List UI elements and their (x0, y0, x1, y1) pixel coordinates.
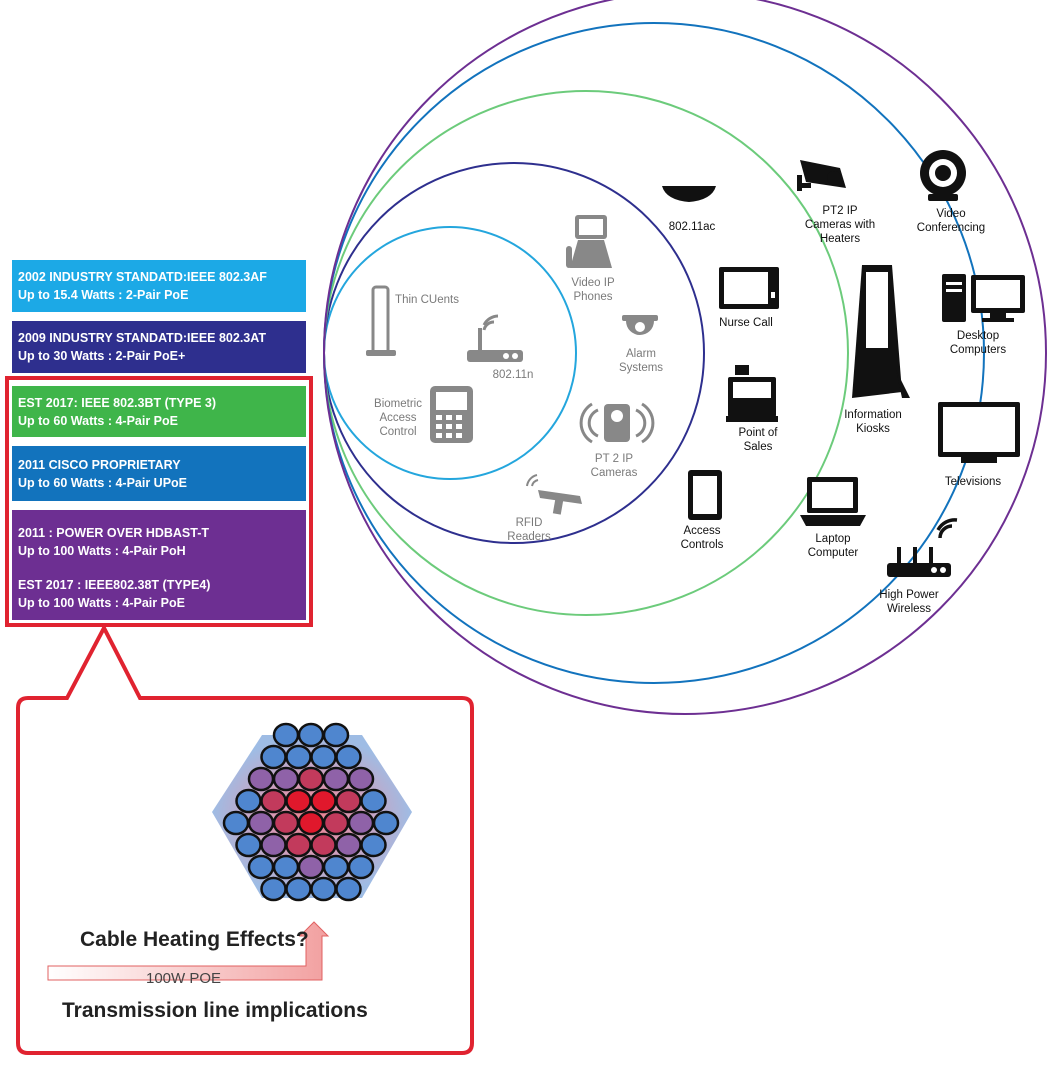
callout-title: Cable Heating Effects? (80, 928, 309, 951)
power-arrow (47, 921, 330, 981)
conductor (372, 810, 400, 836)
conductor (335, 744, 362, 770)
band-bt3-power: Up to 60 Watts : 4-Pair PoE (18, 414, 178, 428)
label-nurse-call: Nurse Call (719, 317, 773, 329)
router-icon (467, 314, 523, 362)
band-802-3at-power: Up to 30 Watts : 2-Pair PoE+ (18, 349, 186, 363)
conductor (360, 788, 387, 814)
band-cisco-upoe: 2011 CISCO PROPRIETARY Up to 60 Watts : … (12, 446, 306, 501)
ip-camera-icon (579, 402, 655, 444)
highlight-box (5, 376, 313, 627)
arrow-label: 100W POE (146, 970, 222, 987)
wireless-router-icon (887, 518, 958, 577)
dome-camera-icon (622, 315, 658, 335)
tablet-icon (688, 470, 722, 520)
monitor-icon (719, 267, 779, 309)
band-hdbaset-type4: 2011 : POWER OVER HDBAST-T Up to 100 Wat… (12, 510, 306, 620)
label-thin-clients: Thin CUents (395, 294, 459, 306)
label-80211ac: 802.11ac (668, 221, 716, 233)
label-80211n: 802.11n (492, 369, 534, 381)
band-802-3af-title: 2002 INDUSTRY STANDATD:IEEE 802.3AF (18, 270, 267, 284)
rfid-reader-icon (526, 474, 582, 515)
band-802-3bt-type3: EST 2017: IEEE 802.3BT (TYPE 3) Up to 60… (12, 386, 306, 437)
conductor (360, 832, 387, 858)
band-upoe-power: Up to 60 Watts : 4-Pair UPoE (18, 476, 188, 490)
conductor (335, 876, 362, 902)
desktop-icon (942, 274, 1025, 322)
video-phone-icon (566, 215, 612, 268)
band-bt3-title: EST 2017: IEEE 802.3BT (TYPE 3) (18, 396, 216, 410)
conductor (322, 722, 350, 748)
band-hdbaset-power: Up to 100 Watts : 4-Pair PoH (18, 544, 186, 558)
conductor (347, 766, 375, 792)
webcam-icon (920, 150, 966, 201)
band-802-3af: 2002 INDUSTRY STANDATD:IEEE 802.3AF Up t… (12, 260, 306, 312)
band-802-3at-title: 2009 INDUSTRY STANDATD:IEEE 802.3AT (18, 331, 266, 345)
band-upoe-title: 2011 CISCO PROPRIETARY (18, 458, 181, 472)
band-hdbaset-title: 2011 : POWER OVER HDBAST-T (18, 526, 210, 540)
cash-register-icon (726, 365, 778, 422)
conductor (347, 854, 375, 880)
cable-cross-section (212, 722, 412, 902)
band-802-3at: 2009 INDUSTRY STANDATD:IEEE 802.3AT Up t… (12, 321, 306, 373)
television-icon (938, 402, 1020, 463)
ptz-camera-icon (797, 160, 846, 191)
laptop-icon (800, 477, 866, 526)
band-type4-title: EST 2017 : IEEE802.38T (TYPE4) (18, 578, 211, 592)
band-type4-power: Up to 100 Watts : 4-Pair PoE (18, 596, 185, 610)
access-point-icon (662, 186, 716, 202)
kiosk-icon (852, 265, 910, 398)
label-televisions: Televisions (944, 476, 1002, 488)
keypad-icon (430, 386, 473, 443)
band-802-3af-power: Up to 15.4 Watts : 2-Pair PoE (18, 288, 189, 302)
thin-client-icon (366, 285, 396, 356)
ring-100w (323, 0, 1047, 715)
callout-footer: Transmission line implications (62, 999, 368, 1022)
